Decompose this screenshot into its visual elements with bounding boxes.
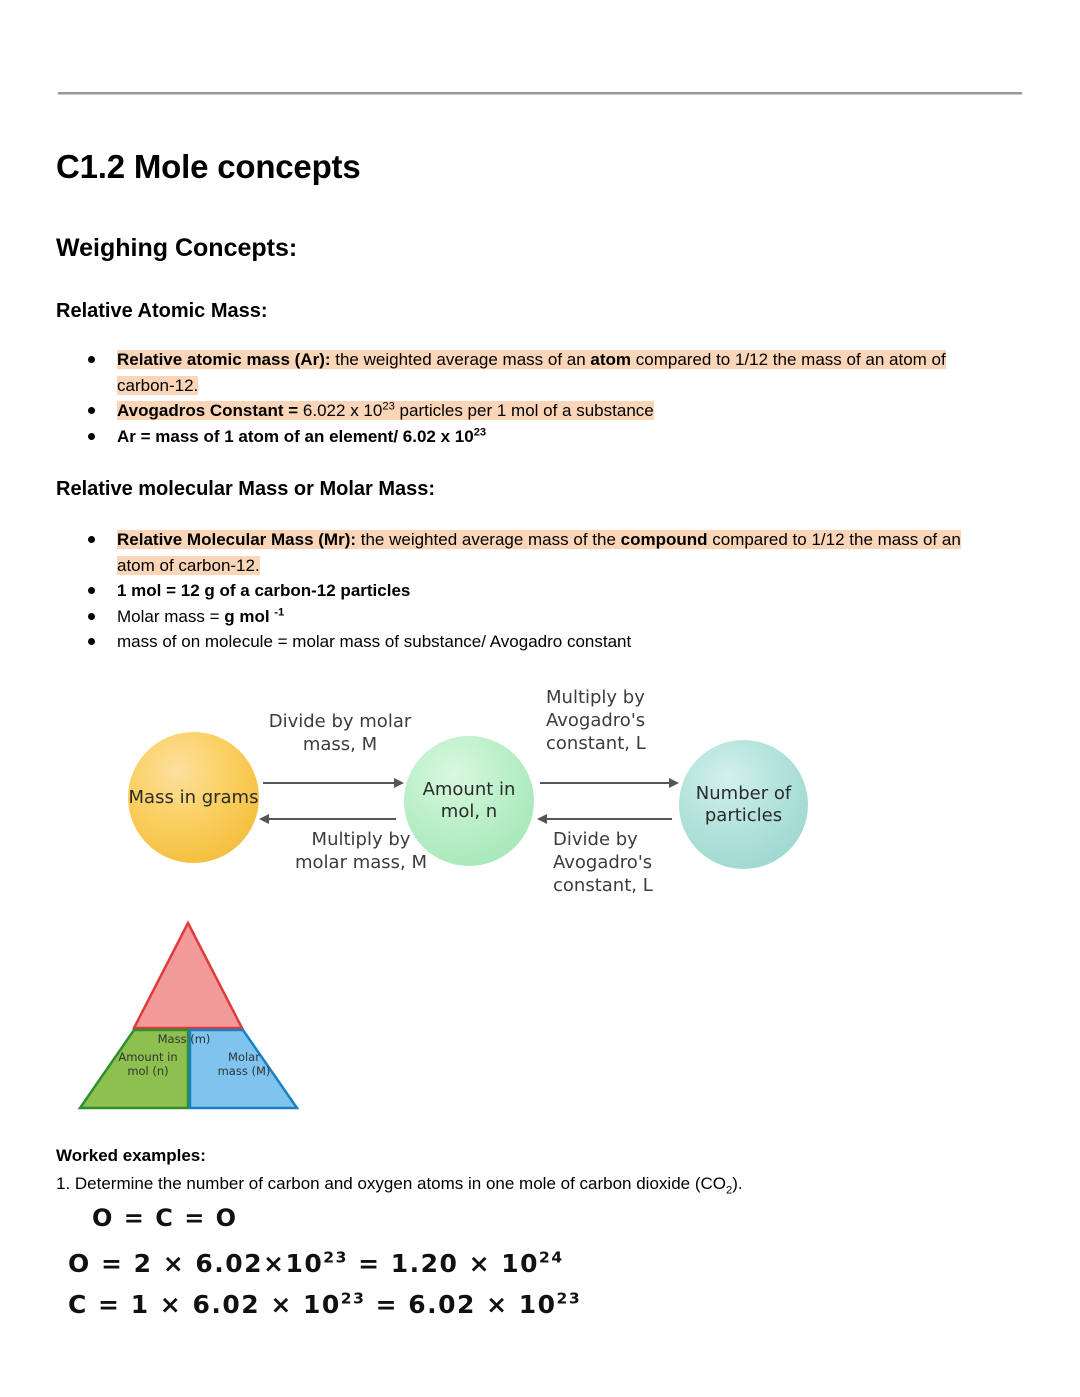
bullet-text-cont: compared to 1/12 the mass of an atom of …	[117, 530, 961, 575]
bullet-strong-unit: g mol	[224, 606, 275, 626]
triangle-bottom-left-segment	[77, 1028, 190, 1110]
question-text: 1. Determine the number of carbon and ox…	[56, 1174, 726, 1193]
arrow-mol-to-particles-icon	[540, 778, 679, 788]
diagram-label-divide-by-molar-mass: Divide by molar mass, M	[268, 711, 412, 755]
bullet-icon	[88, 407, 95, 414]
subscript: 2	[725, 1184, 733, 1197]
list-item: Avogadros Constant = 6.022 x 1023 partic…	[0, 398, 1000, 424]
triangle-label-mass: Mass (m)	[157, 1032, 211, 1046]
formula-triangle-diagram: Mass (m) Amount in mol (n) Molar mass (M…	[70, 915, 310, 1120]
exponent: 23	[323, 1248, 348, 1267]
bullet-text: the weighted average mass of the	[356, 530, 621, 549]
calc-part: = 1.20 × 10	[347, 1249, 540, 1278]
diagram-node-number-of-particles: Number of particles	[679, 740, 808, 869]
triangle-svg	[77, 920, 300, 1110]
exponent: 23	[382, 400, 395, 413]
question-text-end: ).	[732, 1174, 743, 1193]
diagram-label-multiply-by-molar-mass: Multiply by molar mass, M	[295, 829, 427, 873]
header-divider	[58, 92, 1022, 95]
exponent: 23	[340, 1289, 366, 1308]
handwritten-carbon-calculation: C = 1 × 6.02 × 1023 = 6.02 × 1023	[68, 1290, 581, 1319]
bullet-icon	[88, 612, 95, 620]
exponent: -1	[274, 605, 285, 618]
calc-part: C = 1 × 6.02 × 10	[68, 1290, 341, 1319]
bullet-text-cont: particles per 1 mol of a substance	[394, 401, 654, 420]
subheading-relative-molecular-mass: Relative molecular Mass or Molar Mass:	[56, 478, 436, 500]
bullet-list-atomic-mass: Relative atomic mass (Ar): the weighted …	[0, 347, 1000, 449]
triangle-label-molar-mass: Molar mass (M)	[217, 1050, 271, 1078]
diagram-label-multiply-by-avogadro: Multiply by Avogadro's constant, L	[546, 687, 646, 754]
bullet-icon	[88, 356, 95, 363]
mole-conversion-diagram: Mass in grams Amount in mol, n Number of…	[0, 676, 1080, 916]
bullet-strong-atom: atom	[590, 350, 632, 369]
handwritten-structure-co2: O = C = O	[92, 1204, 238, 1232]
bullet-strong: Relative atomic mass (Ar):	[117, 350, 331, 369]
bullet-strong-compound: compound	[620, 530, 708, 549]
worked-examples-heading: Worked examples:	[56, 1146, 206, 1165]
handwritten-oxygen-calculation: O = 2 × 6.02×1023 = 1.20 × 1024	[68, 1249, 564, 1278]
arrow-particles-to-mol-icon	[537, 814, 672, 824]
list-item: mass of on molecule = molar mass of subs…	[0, 629, 1000, 655]
arrow-mol-to-mass-icon	[259, 814, 396, 824]
bullet-text: 1 mol = 12 g of a carbon-12 particles	[117, 581, 411, 600]
section-heading-weighing-concepts: Weighing Concepts:	[56, 234, 298, 262]
exponent: 23	[556, 1289, 582, 1308]
subheading-relative-atomic-mass: Relative Atomic Mass:	[56, 300, 268, 322]
triangle-top-segment	[131, 920, 245, 1030]
bullet-text: Ar = mass of 1 atom of an element/ 6.02 …	[117, 426, 474, 446]
page-title: C1.2 Mole concepts	[56, 148, 361, 185]
bullet-strong: Relative Molecular Mass (Mr):	[117, 530, 357, 549]
bullet-list-molar-mass: Relative Molecular Mass (Mr): the weight…	[0, 527, 1000, 655]
list-item: Relative atomic mass (Ar): the weighted …	[0, 347, 1000, 398]
arrow-mass-to-mol-icon	[263, 778, 404, 788]
triangle-bottom-right-segment	[188, 1028, 300, 1110]
diagram-node-mass-in-grams: Mass in grams	[128, 732, 259, 863]
bullet-icon	[88, 536, 95, 543]
bullet-icon	[88, 432, 95, 440]
bullet-icon	[88, 587, 95, 594]
bullet-text-cont: compared to 1/12 the mass of an atom of …	[117, 350, 946, 395]
worked-example-question-1: 1. Determine the number of carbon and ox…	[56, 1172, 743, 1196]
triangle-label-amount-in-mol: Amount in mol (n)	[118, 1050, 178, 1078]
bullet-text: the weighted average mass of an	[330, 350, 591, 369]
list-item: Relative Molecular Mass (Mr): the weight…	[0, 527, 1000, 578]
list-item: Ar = mass of 1 atom of an element/ 6.02 …	[0, 424, 1000, 450]
bullet-strong: Avogadros Constant =	[117, 401, 299, 420]
calc-part: O = 2 × 6.02×10	[68, 1249, 324, 1278]
exponent: 24	[539, 1248, 564, 1267]
bullet-icon	[88, 638, 95, 645]
exponent: 23	[473, 425, 487, 438]
diagram-node-amount-in-mol: Amount in mol, n	[404, 736, 534, 866]
list-item: Molar mass = g mol -1	[0, 604, 1000, 630]
bullet-text: Molar mass =	[117, 606, 225, 626]
calc-part: = 6.02 × 10	[365, 1290, 557, 1319]
bullet-text: 6.022 x 10	[298, 401, 383, 420]
list-item: 1 mol = 12 g of a carbon-12 particles	[0, 578, 1000, 604]
bullet-text: mass of on molecule = molar mass of subs…	[117, 632, 632, 651]
diagram-label-divide-by-avogadro: Divide by Avogadro's constant, L	[553, 829, 653, 896]
